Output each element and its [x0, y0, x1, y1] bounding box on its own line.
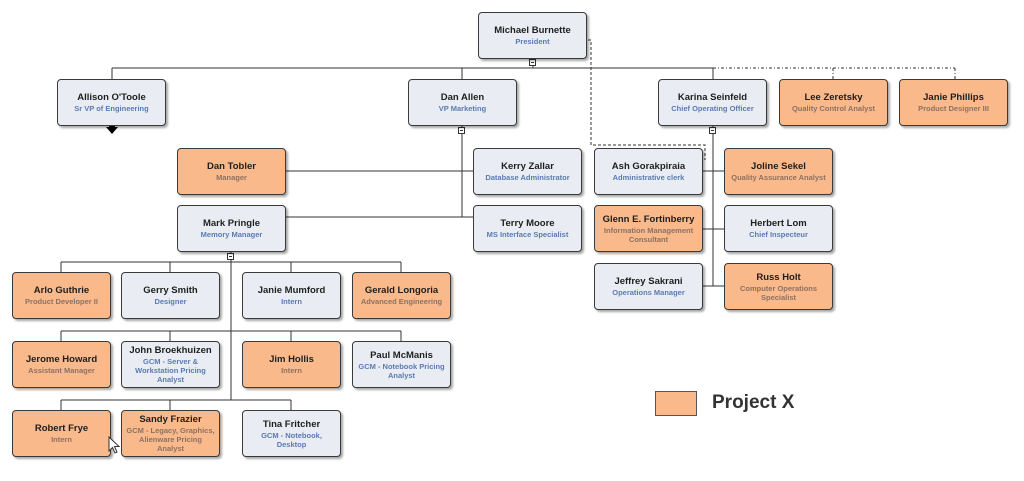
- expand-arrow-icon[interactable]: [106, 123, 118, 134]
- node-name: Lee Zeretsky: [804, 92, 863, 103]
- node-title: GCM - Server & Workstation Pricing Analy…: [135, 357, 206, 384]
- node-name: Ash Gorakpiraia: [611, 161, 686, 172]
- node-title: Product Designer III: [918, 104, 989, 113]
- collapse-button[interactable]: [227, 253, 234, 260]
- node-name: Janie Mumford: [257, 285, 326, 296]
- node-name: Tina Fritcher: [262, 418, 321, 430]
- node-name: Jim Hollis: [269, 354, 314, 365]
- node-name: Terry Moore: [500, 218, 555, 229]
- node-name: Janie Phillips: [923, 92, 984, 103]
- legend-swatch: [655, 391, 697, 416]
- node-name: Jerome Howard: [25, 354, 98, 365]
- node-title: Administrative clerk: [612, 173, 685, 182]
- node-name: Robert Frye: [34, 423, 89, 434]
- node-name: Sandy Frazier: [139, 414, 202, 425]
- node-name: Allison O'Toole: [77, 92, 146, 103]
- node-title: Product Developer II: [25, 297, 98, 306]
- node-name: Arlo Guthrie: [33, 285, 90, 296]
- node-title: Assistant Manager: [28, 366, 95, 375]
- node-name: Gerry Smith: [143, 285, 198, 296]
- node-name: Dan Tobler: [207, 161, 256, 172]
- node-name: Mark Pringle: [202, 218, 261, 229]
- legend-label: Project X: [712, 392, 795, 413]
- node-title: Information Management Consultant: [603, 225, 694, 244]
- node-title: Chief Inspecteur: [749, 230, 808, 239]
- node-title: Intern: [281, 297, 302, 306]
- node-name: Michael Burnette: [494, 25, 571, 36]
- node-title: Computer Operations Specialist: [739, 283, 818, 302]
- node-title: Quality Assurance Analyst: [731, 173, 826, 182]
- node-title: Advanced Engineering: [360, 297, 443, 306]
- node-title: GCM - Notebook Pricing Analyst: [358, 361, 445, 380]
- node-title: President: [515, 37, 550, 46]
- node-name: John Broekhuizen: [129, 345, 212, 356]
- node-name: Jeffrey Sakrani: [614, 276, 683, 287]
- node-title: Sr VP of Engineering: [74, 104, 149, 113]
- node-title: GCM - Notebook, Desktop: [261, 430, 322, 449]
- collapse-button[interactable]: [529, 59, 536, 66]
- node-name: Russ Holt: [756, 271, 801, 283]
- node-name: Glenn E. Fortinberry: [602, 213, 695, 225]
- node-name: Gerald Longoria: [364, 285, 439, 296]
- node-title: GCM - Legacy, Graphics, Alienware Pricin…: [126, 426, 215, 453]
- node-title: Manager: [216, 173, 247, 182]
- node-name: Dan Allen: [440, 92, 485, 103]
- collapse-button[interactable]: [709, 127, 716, 134]
- node-title: Intern: [281, 366, 302, 375]
- mouse-cursor-icon: [108, 436, 120, 454]
- collapse-button[interactable]: [458, 127, 465, 134]
- node-name: Paul McManis: [370, 349, 433, 361]
- node-name: Herbert Lom: [750, 218, 807, 229]
- node-title: Intern: [51, 435, 72, 444]
- node-name: Joline Sekel: [751, 161, 806, 172]
- node-title: MS Interface Specialist: [486, 230, 569, 239]
- node-title: Operations Manager: [612, 288, 685, 297]
- node-title: Quality Control Analyst: [791, 104, 876, 113]
- node-title: Chief Operating Officer: [671, 104, 754, 113]
- node-title: Memory Manager: [200, 230, 263, 239]
- node-title: Database Administrator: [485, 173, 570, 182]
- node-name: Karina Seinfeld: [677, 92, 748, 103]
- node-name: Kerry Zallar: [501, 161, 554, 172]
- node-title: Designer: [154, 297, 187, 306]
- node-title: VP Marketing: [438, 104, 487, 113]
